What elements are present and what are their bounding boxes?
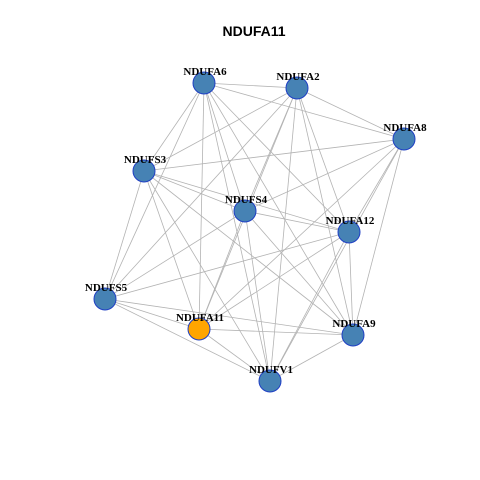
node-ndufa11: NDUFA11 — [176, 312, 224, 341]
edge-ndufa2-ndufa12 — [296, 87, 350, 233]
node-label-ndufa12: NDUFA12 — [326, 215, 375, 227]
edge-ndufs4-ndufa11 — [198, 210, 246, 330]
edge-ndufa6-ndufa9 — [203, 82, 354, 336]
node-ndufa2: NDUFA2 — [276, 71, 320, 100]
node-circle-ndufa11 — [187, 317, 211, 341]
node-circle-ndufs3 — [132, 159, 156, 183]
node-label-ndufa6: NDUFA6 — [183, 66, 227, 78]
edge-ndufa6-ndufs5 — [104, 82, 205, 300]
edge-ndufa8-ndufs4 — [244, 138, 405, 212]
edge-ndufa8-ndufa12 — [348, 138, 405, 233]
node-ndufa9: NDUFA9 — [332, 318, 376, 347]
edge-ndufs5-ndufa11 — [104, 298, 200, 330]
node-label-ndufs3: NDUFS3 — [124, 154, 167, 166]
edge-ndufa11-ndufv1 — [198, 328, 271, 382]
edge-ndufa8-ndufa11 — [198, 138, 405, 330]
node-ndufs5: NDUFS5 — [85, 282, 128, 311]
edge-ndufa6-ndufa12 — [203, 82, 350, 233]
node-circle-ndufa8 — [392, 127, 416, 151]
edge-ndufa2-ndufa9 — [296, 87, 354, 336]
node-circle-ndufv1 — [258, 369, 282, 393]
node-label-ndufa8: NDUFA8 — [383, 122, 427, 134]
edge-ndufa8-ndufa9 — [352, 138, 405, 336]
edge-ndufa8-ndufs3 — [143, 138, 405, 172]
edge-ndufs4-ndufs5 — [104, 210, 246, 300]
node-circle-ndufa2 — [285, 76, 309, 100]
edge-ndufs5-ndufa9 — [104, 298, 354, 336]
node-ndufa12: NDUFA12 — [326, 215, 375, 244]
node-circle-ndufs5 — [93, 287, 117, 311]
edge-ndufa9-ndufv1 — [269, 334, 354, 382]
edge-ndufs4-ndufv1 — [244, 210, 271, 382]
edge-ndufa6-ndufa8 — [203, 82, 405, 140]
node-label-ndufs5: NDUFS5 — [85, 282, 128, 294]
edge-ndufa6-ndufs4 — [203, 82, 246, 212]
node-ndufs3: NDUFS3 — [124, 154, 167, 183]
edge-ndufa12-ndufv1 — [269, 231, 350, 382]
edge-ndufs3-ndufs5 — [104, 170, 145, 300]
edge-ndufa12-ndufa11 — [198, 231, 350, 330]
node-ndufv1: NDUFV1 — [249, 364, 293, 393]
edge-ndufs4-ndufa12 — [244, 210, 350, 233]
edge-ndufs3-ndufa11 — [143, 170, 200, 330]
graph-title: NDUFA11 — [222, 23, 285, 39]
edge-ndufs4-ndufa9 — [244, 210, 354, 336]
node-label-ndufv1: NDUFV1 — [249, 364, 293, 376]
node-label-ndufs4: NDUFS4 — [225, 194, 268, 206]
node-label-ndufa2: NDUFA2 — [276, 71, 320, 83]
edge-ndufa12-ndufa9 — [348, 231, 354, 336]
edge-ndufa11-ndufa9 — [198, 328, 354, 336]
edge-ndufa6-ndufa11 — [198, 82, 205, 330]
node-circle-ndufs4 — [233, 199, 257, 223]
edge-ndufa2-ndufs3 — [143, 87, 298, 172]
edge-ndufa2-ndufa8 — [296, 87, 405, 140]
node-label-ndufa9: NDUFA9 — [332, 318, 376, 330]
edge-ndufa12-ndufs5 — [104, 231, 350, 300]
edge-ndufs3-ndufv1 — [143, 170, 271, 382]
node-ndufa8: NDUFA8 — [383, 122, 427, 151]
node-circle-ndufa6 — [192, 71, 216, 95]
edge-ndufa8-ndufv1 — [269, 138, 405, 382]
node-layer: NDUFA6 NDUFA2NDUFA8NDUFS3NDUFS4NDUFA12NDU… — [85, 66, 427, 393]
node-circle-ndufa9 — [341, 323, 365, 347]
edge-ndufs3-ndufa9 — [143, 170, 354, 336]
edge-ndufs3-ndufs4 — [143, 170, 246, 212]
edge-ndufs5-ndufv1 — [104, 298, 271, 382]
node-circle-ndufa12 — [337, 220, 361, 244]
node-ndufa6: NDUFA6 — [183, 66, 227, 95]
edge-ndufa6-ndufa2 — [203, 82, 298, 89]
edge-ndufa6-ndufs3 — [143, 82, 205, 172]
node-label-ndufa11: NDUFA11 — [176, 312, 224, 324]
node-ndufs4: NDUFS4 — [225, 194, 268, 223]
